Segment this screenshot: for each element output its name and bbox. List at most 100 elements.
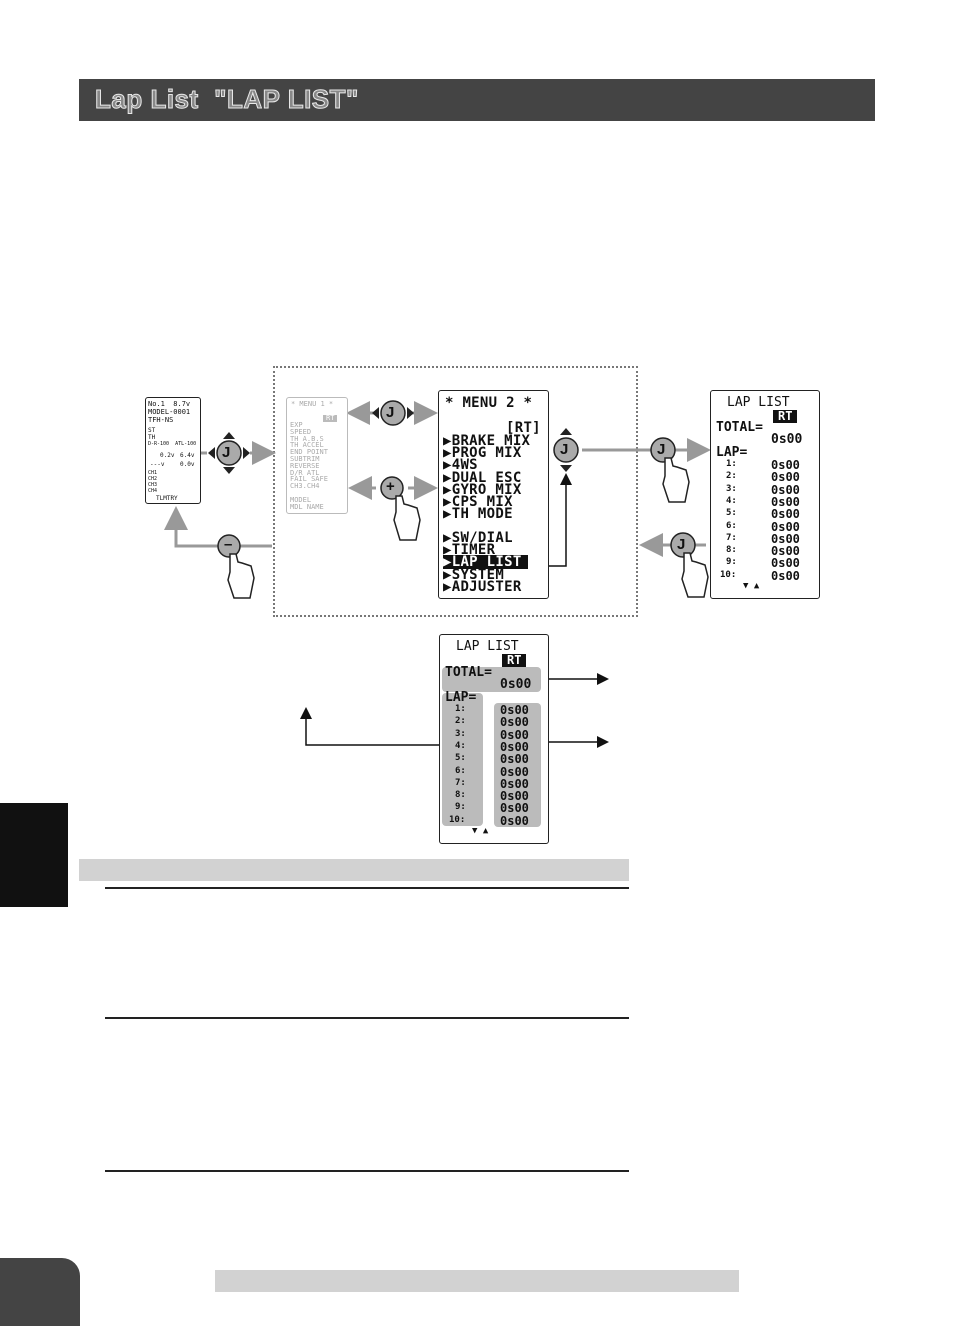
menu1-item: D/R ATL <box>290 468 320 477</box>
menu1-item: TH ACCEL <box>290 441 324 450</box>
total-label: TOTAL= <box>716 420 763 435</box>
lap-time-highlight <box>494 703 541 827</box>
detail-lap-time: 0s00 <box>500 703 529 717</box>
home-line-3: TFH-NS <box>148 416 174 424</box>
menu1-item: REVERSE <box>290 461 320 470</box>
detail-lap-number: 4: <box>455 740 466 751</box>
detail-lap-number: 3: <box>455 728 466 739</box>
detail-lap-time: 0s00 <box>500 727 529 742</box>
home-ch1: CH1 <box>148 470 158 476</box>
jog-button-enter[interactable]: J <box>657 441 666 458</box>
detail-lap-time: 0s00 <box>500 752 529 767</box>
lap-lap-time: 0s00 <box>771 568 800 583</box>
menu1-item: MODEL <box>290 495 312 504</box>
home-value-3: ---v <box>150 461 165 468</box>
home-row-dr: D-R-100 ATL-100 <box>148 441 197 447</box>
menu2-rt: [RT] <box>506 420 541 436</box>
lap-lap-time: 0s00 <box>771 458 800 472</box>
table-rule-1 <box>105 887 629 889</box>
detail-lap-number: 7: <box>455 777 466 788</box>
menu2-screen: * MENU 2 * [RT] ▶BRAKE MIX▶PROG MIX▶4WS▶… <box>438 390 549 599</box>
home-ch2: CH2 <box>148 476 158 482</box>
jog-left-right-icon <box>372 400 414 426</box>
page-title: Lap List "LAP LIST" <box>95 84 359 115</box>
menu2-item[interactable]: ▶DUAL ESC <box>443 469 522 486</box>
menu1-rt: RT <box>323 415 338 422</box>
detail-lap-time: 0s00 <box>500 739 529 754</box>
menu2-item[interactable]: ▶TH MODE <box>443 506 513 523</box>
home-value-1: 0.2v <box>160 452 175 459</box>
home-ch4: CH4 <box>148 488 158 494</box>
detail-lap-number: 8: <box>455 790 466 801</box>
menu1-item: SUBTRIM <box>290 455 320 463</box>
title-bar <box>79 79 875 121</box>
menu2-item[interactable]: ▶CPS MIX <box>443 494 513 510</box>
detail-total-value: 0s00 <box>500 677 532 692</box>
menu2-item-lap-list[interactable]: ▶LAP LIST <box>443 555 528 570</box>
jog-button-menu[interactable]: J <box>386 404 395 421</box>
table-rule-2 <box>105 1017 629 1019</box>
lap-lap-time: 0s00 <box>771 507 800 522</box>
lap-number-highlight <box>442 693 483 826</box>
home-screen: No.1 8.7v MODEL-0001 TFH-NS ST TH D-R-10… <box>145 397 201 504</box>
lap-lap-number: 10: <box>720 569 737 580</box>
detail-rt: RT <box>502 654 527 667</box>
detail-scroll-arrows-icon[interactable]: ▼ ▲ <box>472 826 489 836</box>
detail-lap-label: LAP= <box>445 690 477 705</box>
lap-label: LAP= <box>716 445 748 460</box>
detail-title: LAP LIST <box>456 639 519 654</box>
lap-lap-time: 0s00 <box>771 470 800 485</box>
menu2-item[interactable]: ▶GYRO MIX <box>443 481 522 498</box>
lap-lap-number: 5: <box>726 508 737 519</box>
table-header <box>79 859 629 881</box>
menu2-item[interactable]: ▶SYSTEM <box>443 566 505 583</box>
jog-button-back[interactable]: J <box>677 536 686 553</box>
lap-lap-number: 8: <box>726 545 737 556</box>
menu2-item[interactable]: ▶BRAKE MIX <box>443 433 531 449</box>
menu2-item[interactable]: ▶TIMER <box>443 542 496 559</box>
total-highlight <box>442 667 541 692</box>
hand-icons <box>227 457 709 599</box>
detail-lap-number: 9: <box>455 802 466 813</box>
menu2-item[interactable]: ▶ADJUSTER <box>443 578 522 595</box>
menu1-item: MDL NAME <box>290 502 324 511</box>
section-tab <box>0 803 68 907</box>
home-footer: TLMTRY <box>156 495 178 502</box>
home-row-th: TH <box>148 434 156 441</box>
jog-button-home[interactable]: J <box>222 444 231 461</box>
home-line-1: No.1 8.7v <box>148 400 191 408</box>
detail-lap-time: 0s00 <box>500 715 529 730</box>
jog-button-updown[interactable]: J <box>560 441 569 458</box>
table-rule-3 <box>105 1170 629 1172</box>
detail-lap-time: 0s00 <box>500 776 529 791</box>
lap-lap-number: 7: <box>726 532 737 543</box>
lap-lap-number: 4: <box>726 495 737 506</box>
menu2-item[interactable]: ▶PROG MIX <box>443 445 522 462</box>
menu2-item[interactable]: ▶SW/DIAL <box>443 530 513 546</box>
lap-lap-time: 0s00 <box>771 544 800 559</box>
detail-lap-number: 5: <box>455 753 466 764</box>
jog-up-down-icon <box>553 428 579 472</box>
menu1-header: * MENU 1 * <box>291 400 334 408</box>
detail-lap-time: 0s00 <box>500 789 529 804</box>
lap-list-rt: RT <box>773 410 798 423</box>
scroll-arrows-icon[interactable]: ▼ ▲ <box>743 581 760 591</box>
lap-lap-number: 9: <box>726 557 737 568</box>
detail-lap-time: 0s00 <box>500 801 529 816</box>
detail-lap-number: 1: <box>455 704 466 714</box>
home-ch3: CH3 <box>148 482 158 488</box>
plus-button[interactable]: + <box>386 478 395 495</box>
minus-button[interactable]: – <box>224 536 233 553</box>
menu2-header: * MENU 2 * <box>445 395 533 411</box>
menu2-item[interactable]: ▶4WS <box>443 457 478 474</box>
home-value-4: 0.0v <box>180 461 195 468</box>
lap-lap-number: 3: <box>726 483 737 494</box>
menu1-item: TH A.B.S <box>290 434 324 443</box>
footer-bar <box>215 1270 739 1292</box>
detail-lap-number: 6: <box>455 765 466 776</box>
lap-lap-number: 6: <box>726 520 737 531</box>
